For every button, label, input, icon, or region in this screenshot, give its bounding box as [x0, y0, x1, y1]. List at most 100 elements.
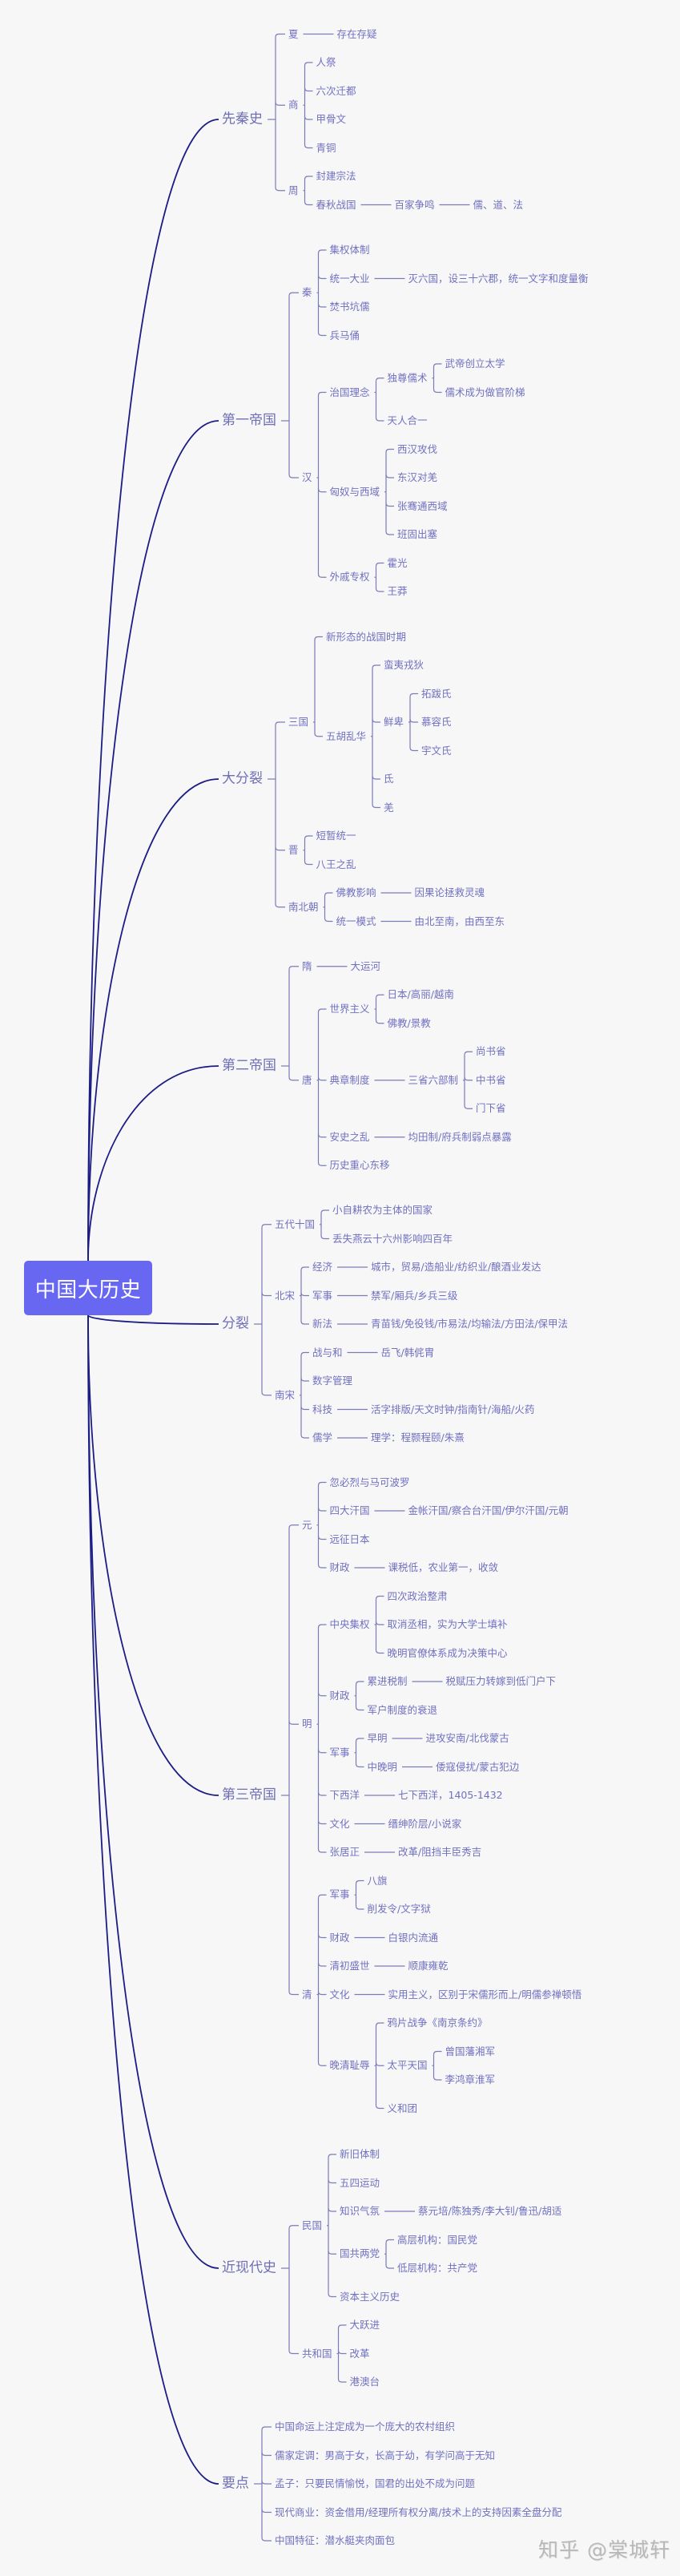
period-node[interactable]: 五代十国	[274, 1217, 315, 1230]
topic-node[interactable]: 五胡乱华	[325, 729, 366, 742]
topic-node[interactable]: 军事	[329, 1746, 350, 1758]
topic-node[interactable]: 羌	[384, 801, 394, 814]
topic-node[interactable]: 数字管理	[312, 1374, 353, 1387]
topic-node[interactable]: 知识气氛	[339, 2204, 380, 2217]
period-node[interactable]: 商	[288, 99, 299, 111]
topic-node[interactable]: 蛮夷戎狄	[384, 658, 424, 671]
topic-node[interactable]: 武帝创立太学	[445, 357, 505, 369]
topic-node[interactable]: 八王之乱	[316, 858, 356, 870]
topic-node[interactable]: 港澳台	[349, 2375, 380, 2388]
topic-node[interactable]: 太平天国	[387, 2059, 428, 2071]
topic-node[interactable]: 八旗	[367, 1874, 388, 1887]
period-node[interactable]: 隋	[301, 959, 312, 972]
topic-node[interactable]: 丢失燕云十六州影响四百年	[332, 1232, 453, 1245]
topic-node[interactable]: 经济	[312, 1260, 333, 1273]
period-node[interactable]: 共和国	[301, 2347, 332, 2360]
period-node[interactable]: 夏	[288, 27, 299, 40]
period-node[interactable]: 唐	[301, 1073, 312, 1086]
topic-node[interactable]: 军事	[312, 1289, 333, 1302]
topic-node[interactable]: 集权体制	[329, 243, 370, 256]
topic-node[interactable]: 缙绅阶层/小说家	[388, 1817, 462, 1830]
period-node[interactable]: 汉	[301, 470, 312, 483]
topic-node[interactable]: 因果论拯救灵魂	[414, 886, 485, 898]
topic-node[interactable]: 匈奴与西域	[329, 485, 380, 498]
topic-node[interactable]: 中央集权	[329, 1617, 370, 1630]
topic-node[interactable]: 东汉对羌	[397, 470, 438, 483]
topic-node[interactable]: 七下西洋，1405-1432	[398, 1788, 503, 1801]
topic-node[interactable]: 张骞通西域	[397, 499, 448, 512]
period-node[interactable]: 民国	[301, 2219, 322, 2231]
topic-node[interactable]: 张居正	[329, 1845, 360, 1858]
period-node[interactable]: 北宋	[274, 1289, 295, 1302]
topic-node[interactable]: 青苗钱/免役钱/市易法/均输法/方田法/保甲法	[371, 1317, 569, 1330]
branch-node[interactable]: 先秦史	[222, 111, 263, 127]
topic-node[interactable]: 财政	[329, 1561, 350, 1573]
branch-node[interactable]: 第三帝国	[222, 1787, 276, 1803]
topic-node[interactable]: 佛教/景教	[387, 1016, 431, 1029]
topic-node[interactable]: 安史之乱	[329, 1130, 370, 1143]
period-node[interactable]: 晋	[288, 843, 299, 856]
topic-node[interactable]: 甲骨文	[316, 112, 346, 125]
topic-node[interactable]: 远征日本	[329, 1532, 370, 1545]
topic-node[interactable]: 高层机构：国民党	[397, 2233, 478, 2246]
topic-node[interactable]: 宇文氏	[421, 744, 452, 757]
topic-node[interactable]: 青铜	[316, 141, 336, 154]
branch-node[interactable]: 大分裂	[222, 770, 263, 787]
topic-node[interactable]: 慕容氏	[421, 715, 452, 728]
topic-node[interactable]: 忽必烈与马可波罗	[329, 1476, 410, 1488]
topic-node[interactable]: 顺康雍乾	[408, 1959, 449, 1972]
topic-node[interactable]: 清初盛世	[329, 1959, 370, 1972]
topic-node[interactable]: 财政	[329, 1931, 350, 1944]
topic-node[interactable]: 税赋压力转嫁到低门户下	[445, 1674, 557, 1687]
topic-node[interactable]: 白银内流通	[388, 1931, 438, 1944]
topic-node[interactable]: 霍光	[387, 556, 408, 569]
topic-node[interactable]: 封建宗法	[316, 169, 356, 182]
topic-node[interactable]: 春秋战国	[316, 198, 356, 211]
topic-node[interactable]: 儒、道、法	[473, 198, 524, 211]
topic-node[interactable]: 科技	[312, 1403, 333, 1415]
topic-node[interactable]: 鸦片战争《南京条约》	[387, 2016, 488, 2029]
topic-node[interactable]: 累进税制	[367, 1674, 408, 1687]
topic-node[interactable]: 新旧体制	[339, 2147, 380, 2160]
period-node[interactable]: 清	[301, 1988, 312, 2001]
topic-node[interactable]: 中晚明	[367, 1760, 397, 1773]
topic-node[interactable]: 日本/高丽/越南	[387, 988, 454, 1000]
topic-node[interactable]: 班固出塞	[397, 527, 438, 540]
topic-node[interactable]: 金帐汗国/察合台汗国/伊尔汗国/元朝	[408, 1504, 569, 1516]
period-node[interactable]: 明	[301, 1718, 312, 1730]
topic-node[interactable]: 氐	[384, 772, 394, 785]
topic-node[interactable]: 四大汗国	[329, 1504, 370, 1516]
topic-node[interactable]: 佛教影响	[336, 886, 376, 898]
topic-node[interactable]: 灭六国，设三十六郡，统一文字和度量衡	[408, 272, 589, 285]
topic-node[interactable]: 蔡元培/陈独秀/李大钊/鲁迅/胡适	[418, 2204, 562, 2217]
topic-node[interactable]: 削发令/文字狱	[367, 1902, 431, 1915]
topic-node[interactable]: 战与和	[312, 1346, 343, 1359]
topic-node[interactable]: 小自耕农为主体的国家	[332, 1203, 433, 1216]
topic-node[interactable]: 曾国藩湘军	[445, 2045, 496, 2057]
topic-node[interactable]: 军户制度的衰退	[367, 1703, 437, 1716]
topic-node[interactable]: 兵马俑	[329, 329, 360, 341]
topic-node[interactable]: 世界主义	[329, 1002, 370, 1015]
topic-node[interactable]: 儒术成为做官阶梯	[445, 386, 525, 398]
topic-node[interactable]: 三省六部制	[408, 1073, 459, 1086]
topic-node[interactable]: 文化	[329, 1817, 350, 1830]
topic-node[interactable]: 资本主义历史	[339, 2290, 400, 2303]
topic-node[interactable]: 晚清耻辱	[329, 2059, 370, 2071]
topic-node[interactable]: 改革/阻挡丰臣秀吉	[398, 1845, 482, 1858]
topic-node[interactable]: 统一大业	[329, 272, 370, 285]
topic-node[interactable]: 儒学	[312, 1431, 333, 1443]
topic-node[interactable]: 进攻安南/北伐蒙古	[425, 1731, 509, 1744]
branch-node[interactable]: 分裂	[222, 1315, 249, 1332]
branch-node[interactable]: 第二帝国	[222, 1057, 276, 1074]
branch-node[interactable]: 要点	[222, 2475, 249, 2492]
topic-node[interactable]: 低层机构：共产党	[397, 2261, 478, 2274]
topic-node[interactable]: 西汉攻伐	[397, 442, 438, 455]
topic-node[interactable]: 理学：程颢程颐/朱熹	[371, 1431, 465, 1443]
topic-node[interactable]: 鲜卑	[384, 715, 404, 728]
root-node[interactable]: 中国大历史	[24, 1261, 152, 1315]
topic-node[interactable]: 大跃进	[349, 2318, 380, 2331]
topic-node[interactable]: 人祭	[316, 55, 336, 68]
topic-node[interactable]: 治国理念	[329, 386, 370, 398]
topic-node[interactable]: 文化	[329, 1988, 350, 2001]
key-point[interactable]: 儒家定调：男高于女，长高于幼，有学问高于无知	[274, 2449, 495, 2461]
